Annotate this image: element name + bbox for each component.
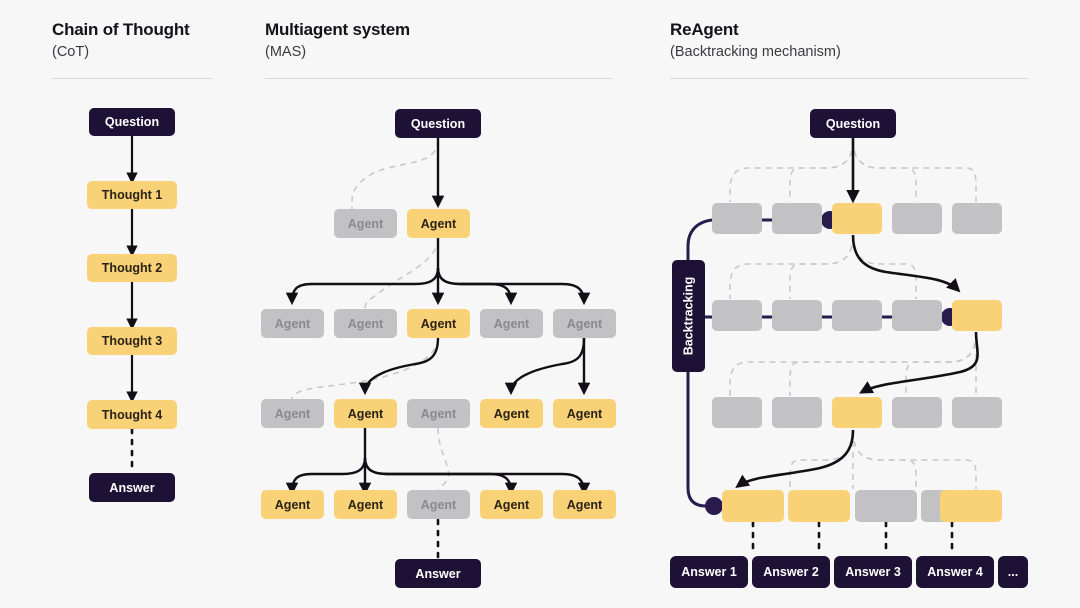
mas-agent-r3-c3[interactable]: Agent (407, 399, 470, 428)
reagent-cell-r3-c1[interactable] (712, 397, 762, 428)
mas-agent-r4-c2[interactable]: Agent (334, 490, 397, 519)
reagent-cell-r3-c5[interactable] (952, 397, 1002, 428)
reagent-answer-more[interactable]: ... (998, 556, 1028, 588)
mas-agent-r4-c4[interactable]: Agent (480, 490, 543, 519)
cot-node-thought-1[interactable]: Thought 1 (87, 181, 177, 209)
reagent-cell-r2-c1[interactable] (712, 300, 762, 331)
mas-node-answer[interactable]: Answer (395, 559, 481, 588)
reagent-cell-r2-c2[interactable] (772, 300, 822, 331)
mas-agent-r3-c4[interactable]: Agent (480, 399, 543, 428)
reagent-cell-r1-c2[interactable] (772, 203, 822, 234)
column-subtitle: (CoT) (52, 44, 90, 60)
header-rule-cot (52, 78, 212, 79)
column-header-reagent: ReAgent (Backtracking mechanism) (670, 20, 841, 60)
reagent-answer-1[interactable]: Answer 1 (670, 556, 748, 588)
cot-node-answer[interactable]: Answer (89, 473, 175, 502)
mas-agent-r3-c2[interactable]: Agent (334, 399, 397, 428)
reagent-cell-r3-c2[interactable] (772, 397, 822, 428)
reagent-answer-3[interactable]: Answer 3 (834, 556, 912, 588)
column-subtitle: (MAS) (265, 44, 307, 60)
mas-agent-r3-c5[interactable]: Agent (553, 399, 616, 428)
cot-node-thought-4[interactable]: Thought 4 (87, 400, 177, 429)
column-subtitle: (Backtracking mechanism) (670, 44, 841, 60)
mas-agent-r4-c5[interactable]: Agent (553, 490, 616, 519)
cot-node-thought-2[interactable]: Thought 2 (87, 254, 177, 282)
column-header-mas: Multiagent system (MAS) (265, 20, 410, 60)
reagent-backtracking-label[interactable]: Backtracking (672, 260, 705, 372)
reagent-cell-r4-c1[interactable] (722, 490, 784, 522)
mas-node-question[interactable]: Question (395, 109, 481, 138)
reagent-cell-r4-c5[interactable] (940, 490, 1002, 522)
mas-agent-r2-c1[interactable]: Agent (261, 309, 324, 338)
reagent-cell-r1-c3[interactable] (832, 203, 882, 234)
reagent-cell-r3-c3[interactable] (832, 397, 882, 428)
mas-agent-r4-c3[interactable]: Agent (407, 490, 470, 519)
mas-agent-r1-c2[interactable]: Agent (407, 209, 470, 238)
mas-agent-r3-c1[interactable]: Agent (261, 399, 324, 428)
column-title: Multiagent system (265, 20, 410, 39)
reagent-answer-4[interactable]: Answer 4 (916, 556, 994, 588)
column-title: Chain of Thought (52, 20, 190, 39)
cot-node-thought-3[interactable]: Thought 3 (87, 327, 177, 355)
mas-agent-r2-c4[interactable]: Agent (480, 309, 543, 338)
reagent-cell-r2-c5[interactable] (952, 300, 1002, 331)
backtracking-text: Backtracking (681, 276, 696, 356)
header-rule-mas (265, 78, 613, 79)
reagent-cell-r4-c3[interactable] (855, 490, 917, 522)
reagent-cell-r1-c1[interactable] (712, 203, 762, 234)
mas-agent-r2-c2[interactable]: Agent (334, 309, 397, 338)
mas-agent-r4-c1[interactable]: Agent (261, 490, 324, 519)
mas-agent-r2-c3[interactable]: Agent (407, 309, 470, 338)
reagent-answer-2[interactable]: Answer 2 (752, 556, 830, 588)
reagent-cell-r2-c4[interactable] (892, 300, 942, 331)
reagent-cell-r2-c3[interactable] (832, 300, 882, 331)
reagent-cell-r1-c4[interactable] (892, 203, 942, 234)
column-header-cot: Chain of Thought (CoT) (52, 20, 190, 60)
reagent-node-question[interactable]: Question (810, 109, 896, 138)
reagent-cell-r3-c4[interactable] (892, 397, 942, 428)
mas-agent-r2-c5[interactable]: Agent (553, 309, 616, 338)
backtracking-edges (686, 211, 959, 515)
header-rule-reagent (670, 78, 1028, 79)
mas-agent-r1-c1[interactable]: Agent (334, 209, 397, 238)
reagent-answer-dashes (751, 520, 954, 556)
reagent-cell-r1-c5[interactable] (952, 203, 1002, 234)
cot-node-question[interactable]: Question (89, 108, 175, 136)
reagent-cell-r4-c2[interactable] (788, 490, 850, 522)
column-title: ReAgent (670, 20, 739, 39)
